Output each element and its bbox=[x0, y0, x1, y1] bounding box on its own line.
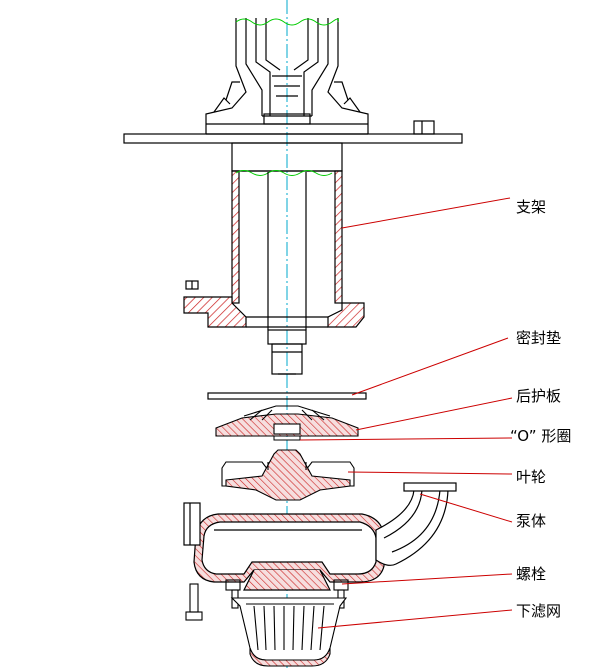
pump-body bbox=[183, 482, 457, 591]
label-strainer: 下滤网 bbox=[516, 602, 562, 620]
motor-stand bbox=[205, 18, 369, 135]
leader-lines bbox=[299, 197, 513, 629]
bracket bbox=[183, 142, 365, 328]
leader-pump-body bbox=[419, 493, 513, 523]
leader-seal-gasket bbox=[351, 337, 509, 396]
leader-strainer bbox=[317, 609, 513, 629]
break-line-top bbox=[235, 18, 339, 26]
leader-bracket bbox=[341, 197, 511, 229]
label-o-ring: “O” 形圈 bbox=[510, 427, 572, 445]
leader-o-ring bbox=[299, 437, 513, 441]
label-bracket: 支架 bbox=[516, 198, 547, 216]
label-impeller: 叶轮 bbox=[516, 468, 547, 486]
leader-bolt bbox=[341, 573, 513, 585]
label-bolt: 螺栓 bbox=[516, 565, 547, 583]
seal-gasket bbox=[207, 392, 367, 400]
impeller bbox=[221, 449, 355, 501]
leader-rear-guard bbox=[355, 397, 513, 431]
label-rear-guard-plate: 后护板 bbox=[516, 387, 562, 405]
o-ring bbox=[273, 435, 301, 441]
break-line-mid bbox=[235, 170, 333, 176]
leader-impeller bbox=[347, 471, 513, 475]
label-pump-body: 泵体 bbox=[516, 512, 547, 530]
shaft bbox=[267, 172, 307, 375]
label-seal-gasket: 密封垫 bbox=[516, 329, 562, 347]
strainer bbox=[230, 597, 348, 667]
rear-guard-plate bbox=[215, 405, 359, 437]
